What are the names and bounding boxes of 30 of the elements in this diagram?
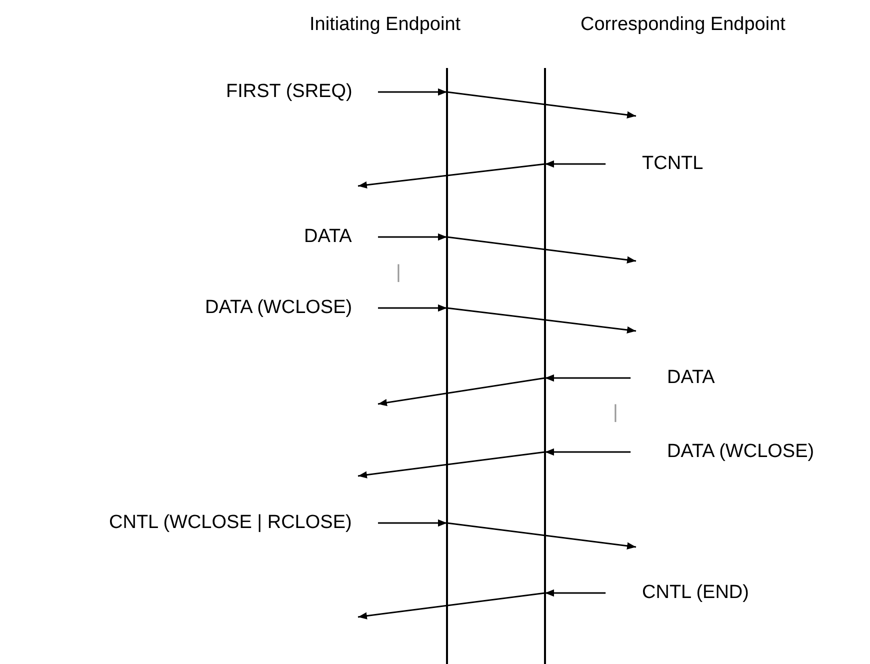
message-label: DATA (WCLOSE) <box>205 297 352 319</box>
message-arrow <box>378 304 447 312</box>
lifeline <box>544 68 546 664</box>
message-label: CNTL (WCLOSE | RCLOSE) <box>109 512 352 534</box>
message-label: DATA <box>304 226 352 248</box>
message-label: FIRST (SREQ) <box>226 81 352 103</box>
message-arrow <box>545 160 606 168</box>
message-arrow <box>378 88 447 96</box>
lifeline-heading: Initiating Endpoint <box>310 14 461 36</box>
continuation-mark: | <box>613 402 618 424</box>
message-arrow <box>378 519 447 527</box>
message-label: DATA <box>667 367 715 389</box>
message-arrow <box>378 233 447 241</box>
message-label: CNTL (END) <box>642 582 749 604</box>
message-label: TCNTL <box>642 153 704 175</box>
message-arrow <box>358 451 546 478</box>
message-arrow <box>378 377 546 406</box>
message-arrow <box>446 236 636 264</box>
message-arrow <box>358 163 546 189</box>
message-arrow <box>446 307 636 334</box>
lifeline <box>446 68 448 664</box>
message-arrow <box>358 592 546 620</box>
message-arrow <box>545 589 606 597</box>
message-arrow <box>446 522 636 550</box>
message-label: DATA (WCLOSE) <box>667 441 814 463</box>
message-arrow <box>545 448 631 456</box>
lifeline-heading: Corresponding Endpoint <box>580 14 786 36</box>
message-arrow <box>545 374 631 382</box>
message-arrow <box>446 91 636 118</box>
continuation-mark: | <box>396 262 401 284</box>
